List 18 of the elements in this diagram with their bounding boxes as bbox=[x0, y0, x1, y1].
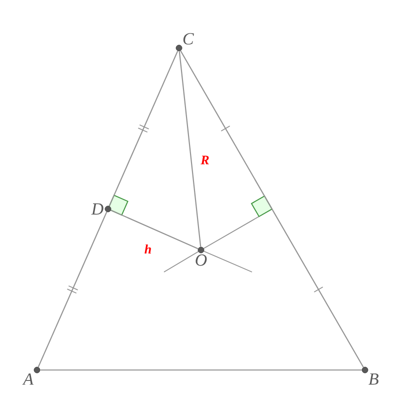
line-segment bbox=[180, 50, 364, 368]
line-segment bbox=[40, 369, 362, 371]
node-label: O bbox=[196, 254, 207, 266]
node-label: C bbox=[183, 33, 194, 45]
line-segment bbox=[108, 50, 178, 206]
line-segment bbox=[110, 210, 198, 250]
labeled-point: B bbox=[362, 366, 378, 385]
labeled-point: C bbox=[176, 33, 194, 52]
edge-label: R bbox=[200, 156, 209, 164]
line-segment bbox=[178, 51, 202, 247]
node-label: A bbox=[22, 373, 34, 385]
node-label: D bbox=[91, 203, 104, 215]
node-label: B bbox=[368, 373, 378, 385]
labeled-point: D bbox=[91, 203, 112, 215]
labeled-point: O bbox=[196, 246, 207, 266]
edge-label: h bbox=[144, 244, 151, 254]
line-segment bbox=[38, 212, 108, 368]
labeled-point: A bbox=[22, 366, 40, 385]
